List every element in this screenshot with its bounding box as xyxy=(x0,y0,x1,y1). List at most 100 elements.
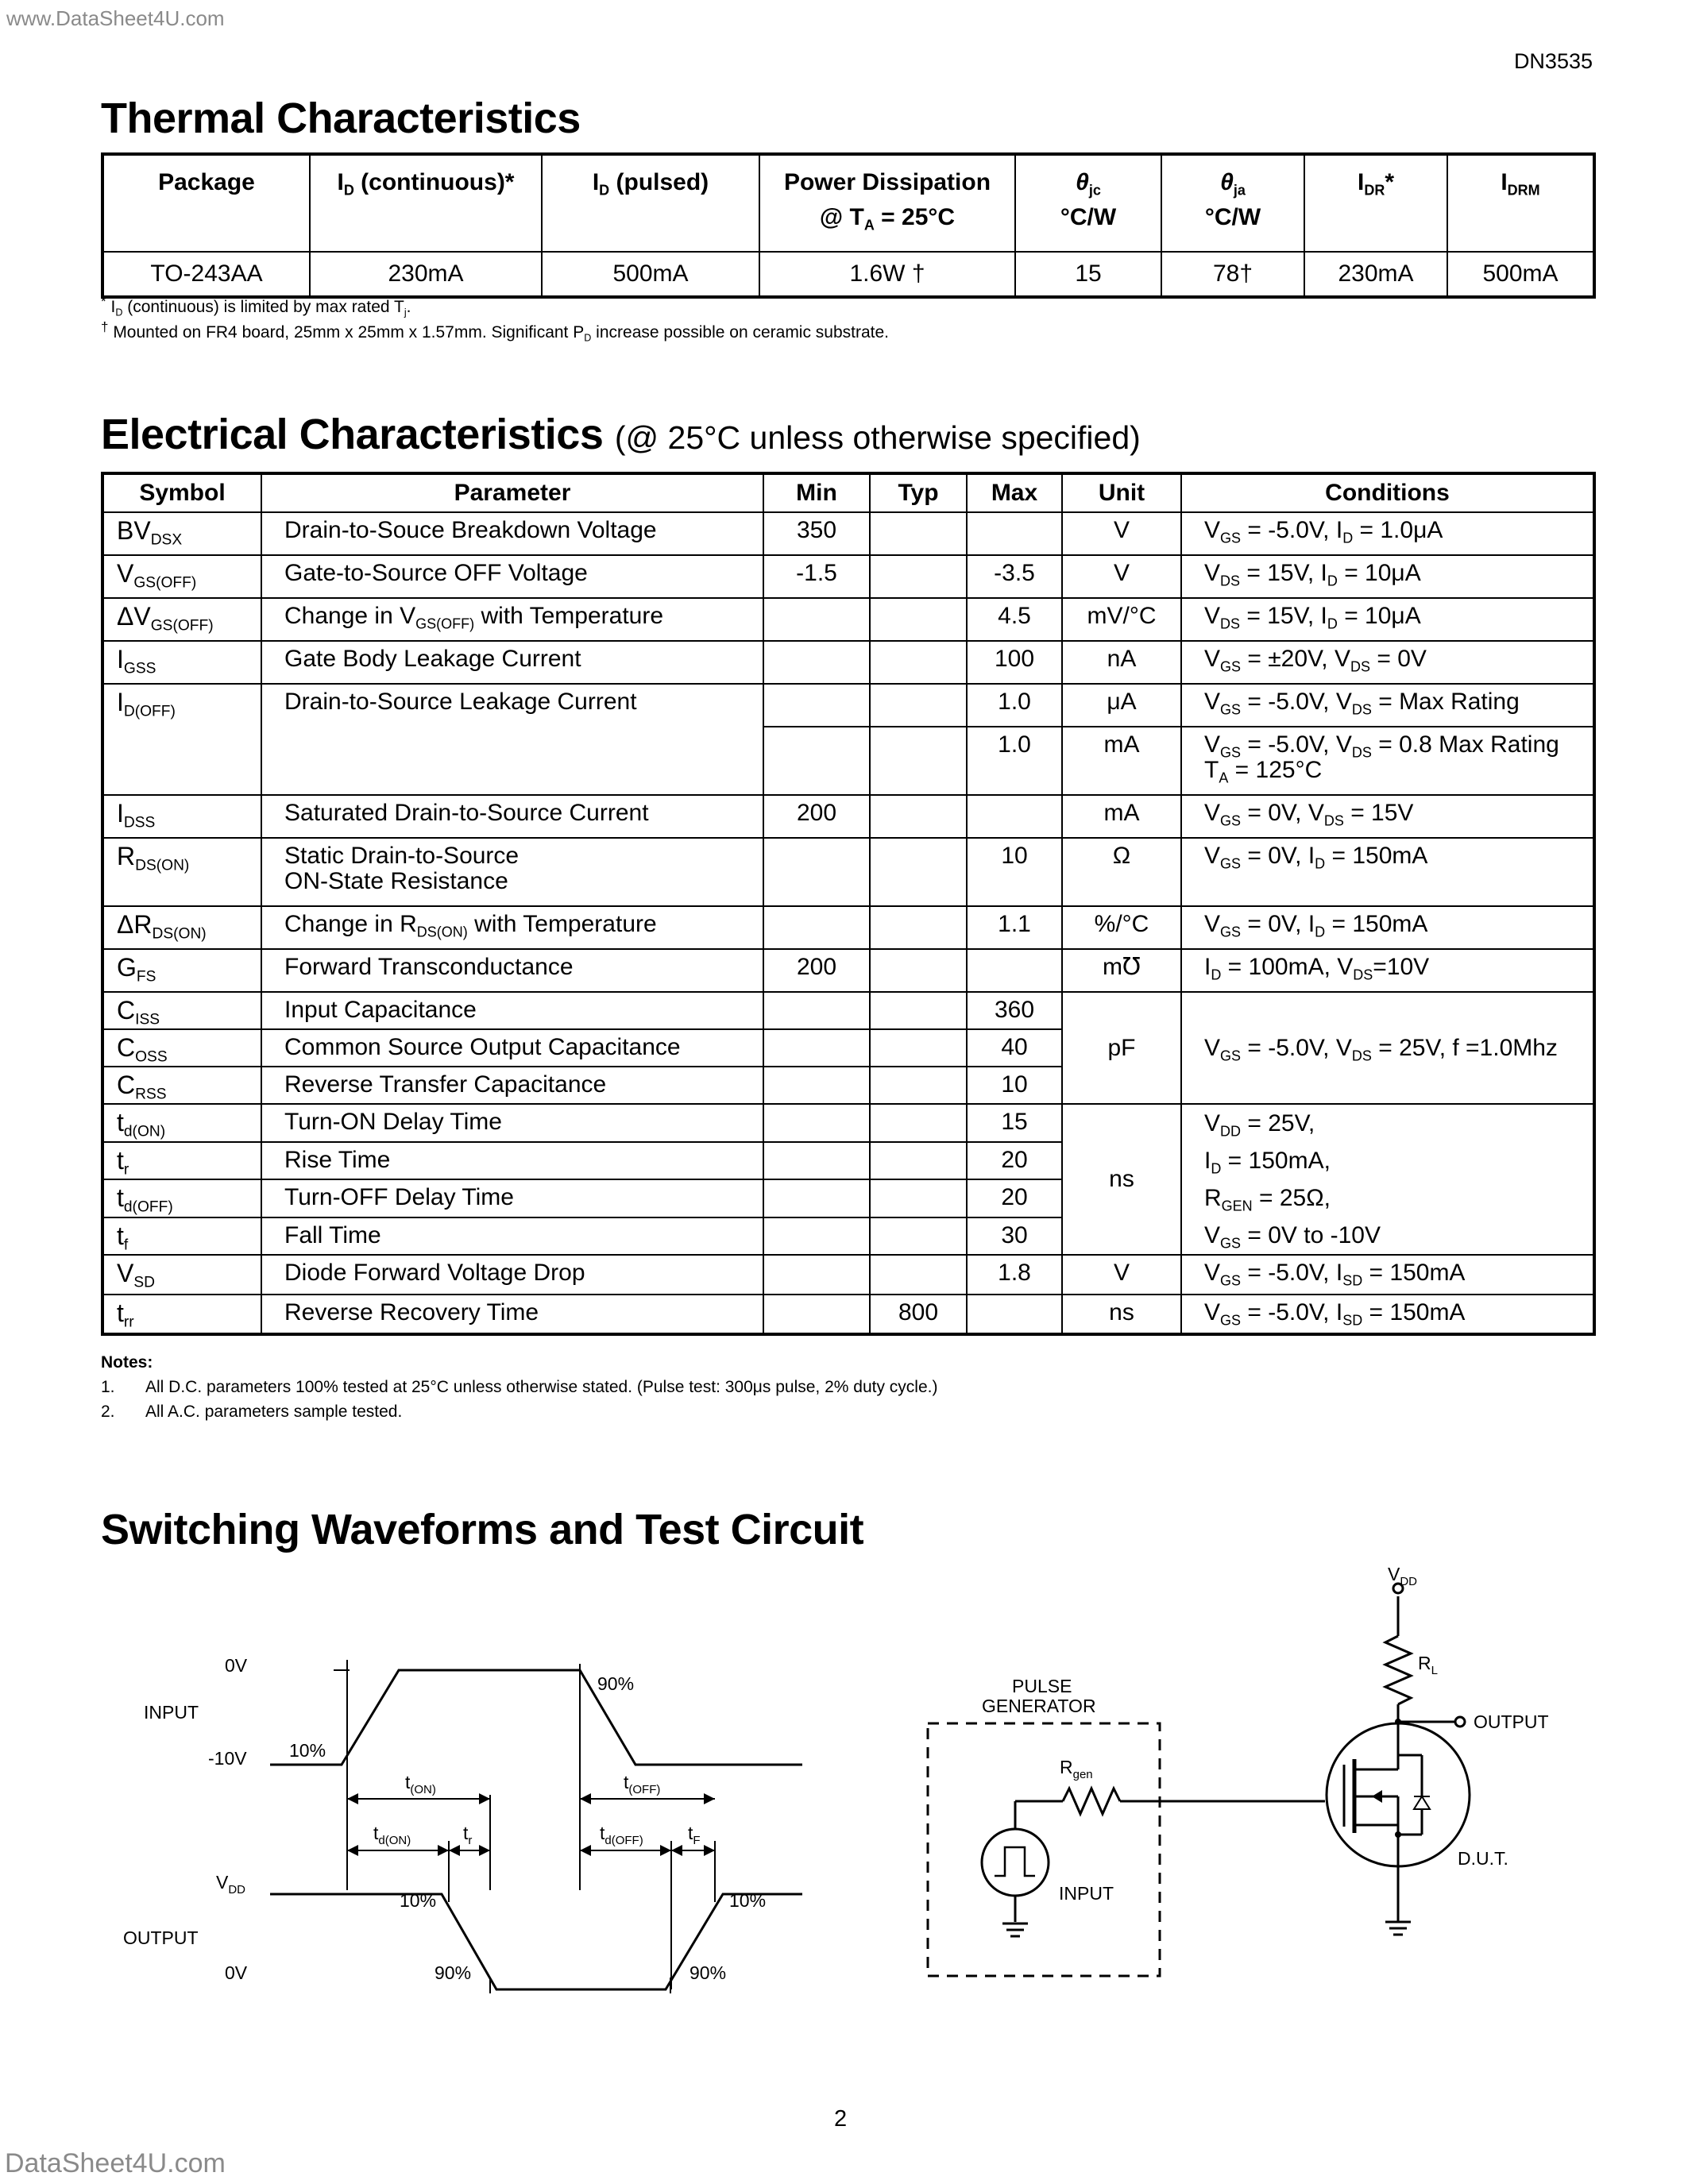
cell-typ xyxy=(869,1103,968,1143)
thermal-header-row: Package ID (continuous)* ID (pulsed) Pow… xyxy=(102,153,1595,253)
eh-conditions: Conditions xyxy=(1180,473,1595,513)
label-90pct-c: 90% xyxy=(689,1962,726,1983)
label-minus10v: -10V xyxy=(208,1748,247,1769)
cell-max: 30 xyxy=(966,1216,1063,1256)
electrical-title: Electrical Characteristics (@ 25°C unles… xyxy=(101,411,1141,458)
cell-max: 10 xyxy=(966,837,1063,907)
cell-symbol: ID(OFF) xyxy=(102,683,262,796)
cell-symbol: COSS xyxy=(102,1028,262,1067)
th-power-dissipation: Power Dissipation@ TA = 25°C xyxy=(759,153,1016,253)
cell-typ xyxy=(869,554,968,599)
cell-min: 200 xyxy=(763,794,871,839)
cell-unit: V xyxy=(1061,554,1182,599)
cell-conditions: VGS = 0V, VDS = 15V xyxy=(1180,794,1595,839)
note-1: 1.All D.C. parameters 100% tested at 25°… xyxy=(101,1378,938,1396)
cell-max: 1.0 xyxy=(966,683,1063,727)
cell-parameter: Input Capacitance xyxy=(261,991,764,1030)
cell-symbol: BVDSX xyxy=(102,511,262,556)
cell-min xyxy=(763,991,871,1030)
switching-title: Switching Waveforms and Test Circuit xyxy=(101,1506,864,1553)
cell-min xyxy=(763,1066,871,1105)
cell-unit: mV/°C xyxy=(1061,597,1182,642)
cell-typ xyxy=(869,511,968,556)
cell-conditions: VGS = ±20V, VDS = 0V xyxy=(1180,640,1595,685)
cell-max: 20 xyxy=(966,1140,1063,1180)
thermal-note-2: † Mounted on FR4 board, 25mm x 25mm x 1.… xyxy=(101,319,890,344)
cell-max xyxy=(966,948,1063,993)
eh-unit: Unit xyxy=(1061,473,1182,513)
cell-symbol: VGS(OFF) xyxy=(102,554,262,599)
cell-typ xyxy=(869,1028,968,1067)
label-ton: t(ON) xyxy=(405,1772,436,1796)
cell-symbol: IDSS xyxy=(102,794,262,839)
cell-min xyxy=(763,1103,871,1143)
td-theta-ja: 78† xyxy=(1161,251,1305,298)
cell-max xyxy=(966,794,1063,839)
label-toff: t(OFF) xyxy=(624,1772,660,1796)
th-id-pulsed: ID (pulsed) xyxy=(541,153,760,253)
table-row: ΔRDS(ON)Change in RDS(ON) with Temperatu… xyxy=(102,905,1595,950)
cell-symbol: td(OFF) xyxy=(102,1179,262,1218)
cell-unit: Ω xyxy=(1061,837,1182,907)
label-vdd: VDD xyxy=(216,1872,245,1897)
cell-typ xyxy=(869,948,968,993)
cell-typ xyxy=(869,640,968,685)
cell-unit: %/°C xyxy=(1061,905,1182,950)
cell-min xyxy=(763,1294,871,1335)
switching-diagram: 0V INPUT -10V 10% 90% VDD OUTPUT 0V 10% … xyxy=(123,1564,1549,1993)
label-tr: tr xyxy=(463,1823,472,1847)
th-theta-jc: θjc°C/W xyxy=(1014,153,1162,253)
cell-conditions: VGS = 0V, ID = 150mA xyxy=(1180,905,1595,950)
thermal-data-row: TO-243AA 230mA 500mA 1.6W † 15 78† 230mA… xyxy=(102,251,1595,298)
cell-parameter: Fall Time xyxy=(261,1216,764,1256)
cell-parameter: Gate-to-Source OFF Voltage xyxy=(261,554,764,599)
cell-unit: ns xyxy=(1061,1103,1182,1256)
label-dut: D.U.T. xyxy=(1458,1848,1508,1869)
th-idrm: IDRM xyxy=(1447,153,1595,253)
cell-parameter: Gate Body Leakage Current xyxy=(261,640,764,685)
thermal-title: Thermal Characteristics xyxy=(101,95,581,142)
cell-typ xyxy=(869,905,968,950)
label-0v-top: 0V xyxy=(225,1655,248,1676)
cell-symbol: CRSS xyxy=(102,1066,262,1105)
cell-symbol: td(ON) xyxy=(102,1103,262,1143)
cell-max: 1.1 xyxy=(966,905,1063,950)
cell-parameter: Reverse Recovery Time xyxy=(261,1294,764,1335)
cell-symbol: trr xyxy=(102,1294,262,1335)
page-number: 2 xyxy=(834,2106,848,2132)
td-idrm: 500mA xyxy=(1447,251,1595,298)
cell-symbol: ΔVGS(OFF) xyxy=(102,597,262,642)
label-10pct-b: 10% xyxy=(400,1890,436,1911)
label-0v-bottom: 0V xyxy=(225,1962,248,1983)
cell-min xyxy=(763,1216,871,1256)
td-idr: 230mA xyxy=(1304,251,1448,298)
cell-max xyxy=(966,1294,1063,1335)
pulse-source xyxy=(980,1827,1050,1897)
cell-typ xyxy=(869,726,968,796)
cell-typ xyxy=(869,597,968,642)
cell-min xyxy=(763,905,871,950)
cell-min xyxy=(763,640,871,685)
cell-min xyxy=(763,1028,871,1067)
document-number: DN3535 xyxy=(1513,49,1593,73)
electrical-notes: Notes: 1.All D.C. parameters 100% tested… xyxy=(101,1350,937,1424)
cell-min xyxy=(763,726,871,796)
cell-unit: nA xyxy=(1061,640,1182,685)
cell-max: 20 xyxy=(966,1179,1063,1218)
thermal-note-1: * ID (continuous) is limited by max rate… xyxy=(101,294,411,318)
eh-parameter: Parameter xyxy=(261,473,764,513)
label-gen-input: INPUT xyxy=(1059,1883,1114,1904)
cell-max: 1.8 xyxy=(966,1254,1063,1295)
cell-typ xyxy=(869,1140,968,1180)
cell-max: 15 xyxy=(966,1103,1063,1143)
cell-typ xyxy=(869,1066,968,1105)
